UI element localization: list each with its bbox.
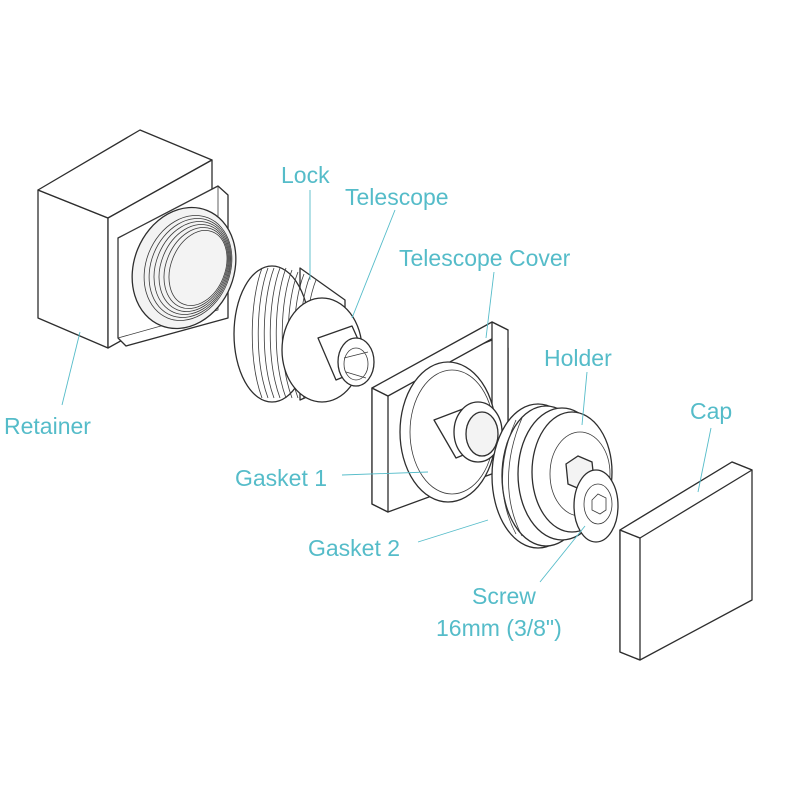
leader-gasket-1 [341,471,429,476]
holder-part [491,403,619,549]
leader-cap [697,427,712,493]
label-cap: Cap [690,398,732,424]
leader-telescope-cover [485,271,495,339]
leader-gasket-2 [417,519,489,543]
telescope-cover-part [371,321,509,513]
label-gasket-1: Gasket 1 [235,465,327,491]
label-telescope: Telescope [345,184,449,210]
label-telescope-cover: Telescope Cover [399,245,571,271]
label-retainer: Retainer [4,413,91,439]
label-gasket-2: Gasket 2 [308,535,400,561]
label-screw: Screw [472,583,536,609]
lock-telescope-part [233,265,375,403]
leader-telescope [351,209,396,319]
retainer-part [37,129,237,349]
label-screw-size: 16mm (3/8") [436,615,562,641]
label-lock: Lock [281,162,330,188]
leader-holder [581,371,588,426]
leader-lines [61,190,712,583]
leader-retainer [61,331,81,406]
label-holder: Holder [544,345,612,371]
cap-part [619,461,753,661]
leader-screw [539,525,586,583]
part-labels: Lock Telescope Telescope Cover Holder Re… [4,162,732,641]
